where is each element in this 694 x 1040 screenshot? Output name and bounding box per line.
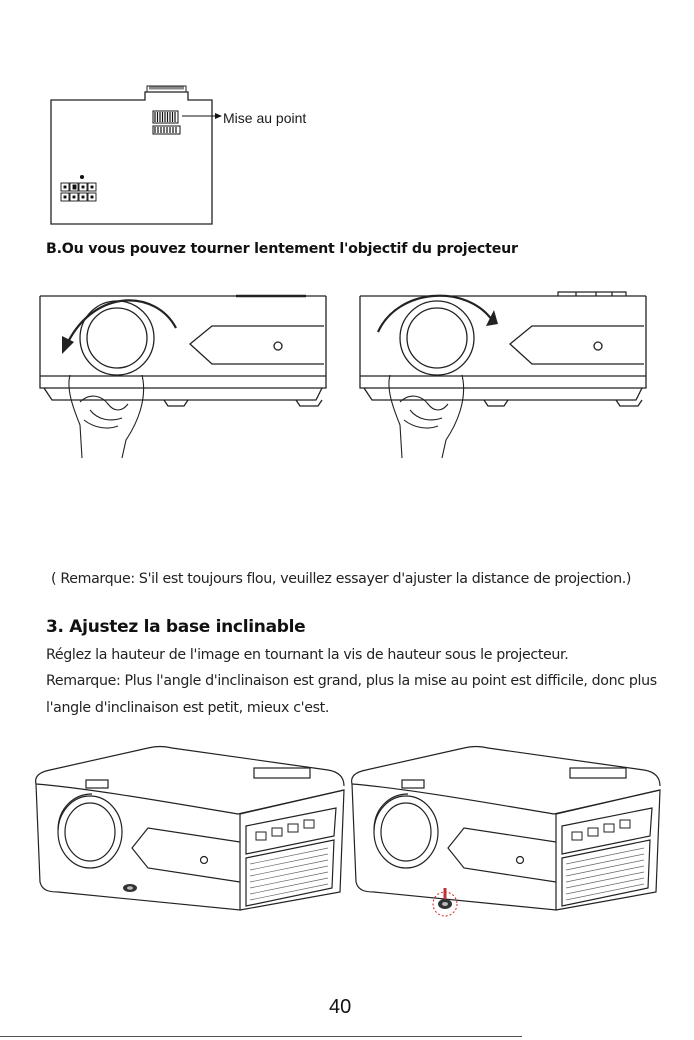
- footer-rule: [0, 1036, 522, 1037]
- rotate-left-arrow-icon: [62, 336, 74, 354]
- rotate-right-arrow-icon: [486, 310, 498, 326]
- focus-ring-icon: [152, 110, 181, 135]
- hand-icon: [68, 374, 145, 459]
- body-line: Réglez la hauteur de l'image en tournant…: [46, 647, 569, 663]
- body-line: Remarque: Plus l'angle d'inclinaison est…: [46, 673, 657, 689]
- section-title: 3. Ajustez la base inclinable: [46, 617, 306, 637]
- projector-front-left-figure: [38, 280, 333, 465]
- tilt-screw-icon: [123, 884, 137, 892]
- projector-perspective-left-figure: [28, 742, 348, 927]
- projector-front-right-figure: [358, 280, 653, 465]
- projector-top-view-figure: [40, 82, 230, 232]
- body-line: l'angle d'inclinaison est petit, mieux c…: [46, 700, 329, 716]
- page-number: 40: [329, 996, 352, 1018]
- subtitle-b: B.Ou vous pouvez tourner lentement l'obj…: [46, 241, 518, 257]
- projector-perspective-right-figure: [344, 742, 664, 927]
- control-buttons-icon: [60, 174, 97, 202]
- focus-label: Mise au point: [223, 110, 307, 126]
- remark-blur: ( Remarque: S'il est toujours flou, veui…: [51, 571, 632, 587]
- tilt-screw-icon: [432, 888, 458, 917]
